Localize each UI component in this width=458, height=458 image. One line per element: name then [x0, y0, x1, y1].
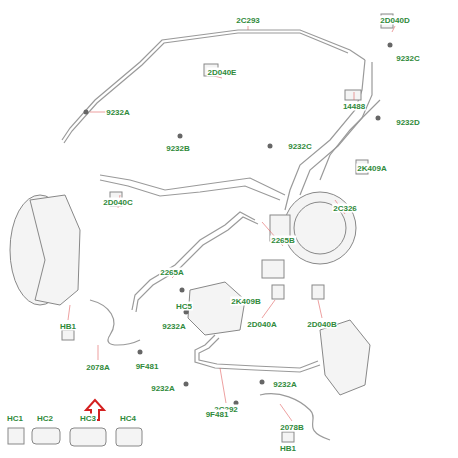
callout-number: HC5: [175, 302, 193, 311]
callout-number: HC2: [36, 414, 54, 423]
component: [8, 428, 24, 444]
callout-number: 2K409B: [230, 297, 261, 306]
callout-number: 9232A: [272, 380, 298, 389]
bracket: [62, 330, 74, 340]
callout-number: HC4: [119, 414, 137, 423]
component: [70, 428, 106, 446]
callout-number: 9232A: [161, 322, 187, 331]
abs-module: [188, 282, 245, 335]
callout-number: 9232C: [287, 142, 313, 151]
callout-number: 9232A: [105, 108, 131, 117]
callout-number: 2078A: [85, 363, 111, 372]
component: [32, 428, 60, 444]
callout-number: HB1: [59, 322, 77, 331]
callout-number: 2265B: [270, 236, 296, 245]
callout-number: HC3: [79, 414, 97, 423]
brake-caliper: [30, 195, 80, 305]
clip: [272, 285, 284, 299]
brake-pipe: [300, 62, 372, 195]
brake-pipe: [195, 335, 320, 372]
brake-pipe: [62, 30, 365, 140]
callout-number: 2D040A: [246, 320, 277, 329]
callout-number: 9232A: [150, 384, 176, 393]
callout-number: 2078B: [279, 423, 305, 432]
callout-number: 14488: [342, 102, 366, 111]
callout-number: 2D040B: [306, 320, 337, 329]
callout-number: 2D040E: [207, 68, 238, 77]
union: [345, 90, 361, 100]
callout-number: 9232C: [395, 54, 421, 63]
brake-pipe: [64, 33, 348, 143]
brake-hose: [90, 300, 140, 345]
callout-number: 2C326: [332, 204, 358, 213]
component: [116, 428, 142, 446]
brake-pipe: [285, 60, 365, 210]
callout-number: 2K409A: [356, 164, 387, 173]
brake-caliper: [320, 320, 370, 395]
reservoir: [262, 260, 284, 278]
callout-number: 2D040C: [102, 198, 133, 207]
callout-number: HC1: [6, 414, 24, 423]
callout-number: 9232D: [395, 118, 421, 127]
brake-pipe: [100, 175, 285, 195]
callout-number: 9F481: [135, 362, 160, 371]
brake-pipe: [199, 338, 318, 368]
bracket: [282, 432, 294, 442]
callout-number: 2C293: [235, 16, 261, 25]
callout-number: 9232B: [165, 144, 191, 153]
callout-number: 9F481: [205, 410, 230, 419]
clip: [312, 285, 324, 299]
brake-hose: [260, 394, 330, 440]
callout-number: 2265A: [159, 268, 185, 277]
callout-number: 2D040D: [379, 16, 410, 25]
callout-number: HB1: [279, 444, 297, 453]
